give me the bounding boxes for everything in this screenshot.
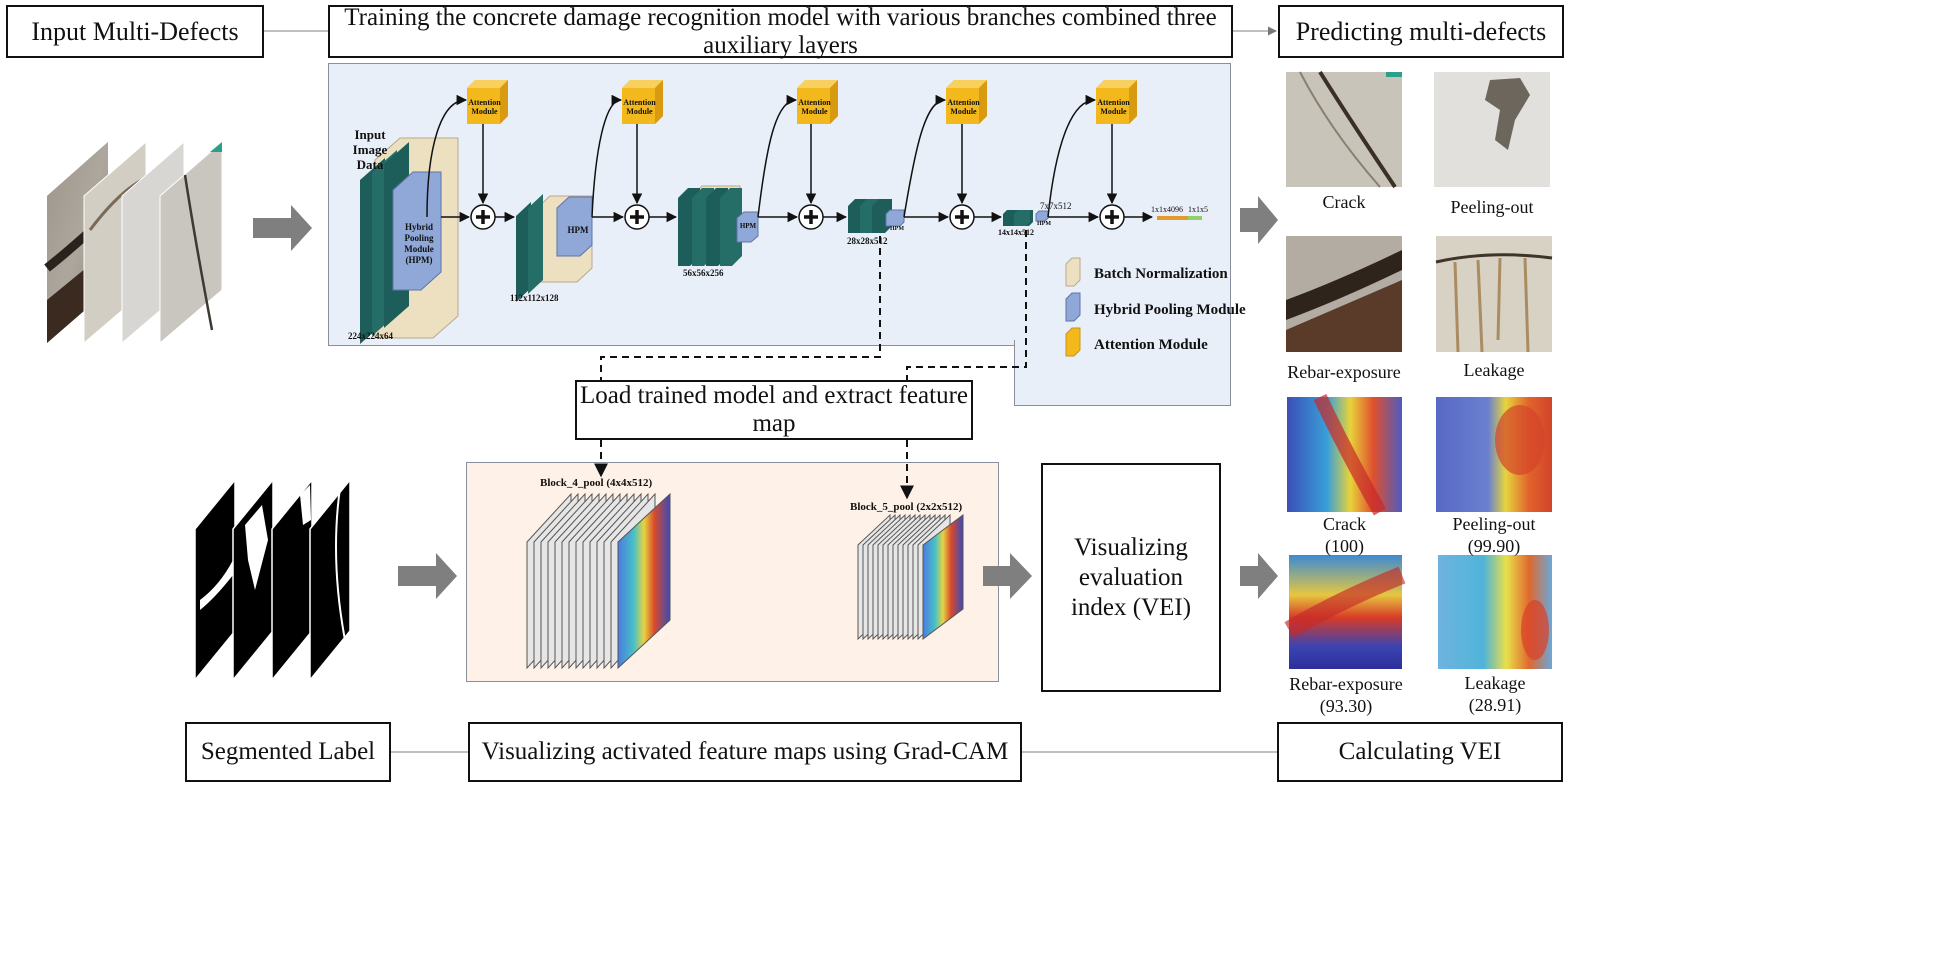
- arrow-network-to-predict: [1240, 196, 1278, 244]
- hpm-full-label: Hybrid Pooling Module (HPM): [404, 222, 434, 265]
- heatmap-peeling: [1436, 397, 1552, 512]
- dim-label-6: 7x7x512: [1040, 201, 1072, 211]
- heatmap-rebar: [1284, 555, 1406, 669]
- pred-caption-rebar: Rebar-exposure: [1287, 362, 1401, 382]
- heatmap-crack: [1287, 394, 1402, 516]
- hpm-label-5: HPM: [1037, 221, 1051, 227]
- dim-label-2: 112x112x128: [510, 293, 559, 303]
- dim-label-8: 1x1x5: [1188, 205, 1208, 214]
- calculating-vei-text: Calculating VEI: [1338, 738, 1502, 765]
- legend-hybrid-pooling: Hybrid Pooling Module: [1094, 302, 1246, 318]
- vei-box: Visualizing evaluation index (VEI): [1041, 463, 1221, 692]
- hpm-label-4: HPM: [890, 226, 904, 232]
- vei-label: Visualizing evaluation index (VEI): [1070, 533, 1192, 621]
- gradcam-text: Visualizing activated feature maps using…: [481, 738, 1009, 765]
- pred-caption-peeling: Peeling-out: [1450, 197, 1534, 217]
- arrow-label-to-gradcam: [398, 553, 457, 599]
- input-image-data-label: Input Image Data: [352, 127, 388, 172]
- pred-caption-crack: Crack: [1322, 192, 1366, 212]
- legend-batch-norm: Batch Normalization: [1094, 266, 1228, 282]
- attention-label-5: Attention Module: [1097, 98, 1130, 116]
- hpm-label-2: HPM: [567, 225, 589, 235]
- segmented-label-text: Segmented Label: [200, 738, 376, 765]
- pred-leakage-image: [1435, 236, 1553, 353]
- dim-label-7: 1x1x4096: [1151, 205, 1183, 214]
- predicting-box: Predicting multi-defects: [1278, 5, 1564, 58]
- pred-crack-image: [1286, 70, 1402, 189]
- gradcam-box: Visualizing activated feature maps using…: [468, 722, 1022, 782]
- input-multi-defects-label: Input Multi-Defects: [31, 16, 239, 46]
- heatmap-caption-peeling: Peeling-out (99.90): [1431, 513, 1557, 557]
- attention-label-4: Attention Module: [947, 98, 980, 116]
- feature-heatmap-slice: [617, 492, 671, 670]
- heatmap-crack-name: Crack: [1323, 514, 1366, 534]
- heatmap-crack-score: (100): [1325, 536, 1364, 556]
- legend-attention: Attention Module: [1094, 337, 1208, 353]
- heatmap-leakage-name: Leakage: [1464, 673, 1526, 693]
- attention-label-3: Attention Module: [798, 98, 831, 116]
- conv-layer-2b: [528, 194, 543, 294]
- heatmap-peeling-score: (99.90): [1467, 536, 1521, 556]
- hpm-label-3: HPM: [739, 222, 757, 230]
- dashed-extract-lines: [594, 230, 1027, 500]
- load-model-label: Load trained model and extract feature m…: [579, 382, 968, 437]
- pred-caption-leakage: Leakage: [1463, 360, 1525, 380]
- gray-arrows: [253, 196, 1278, 599]
- dim-label-3: 56x56x256: [683, 268, 724, 278]
- block5-label: Block_5_pool (2x2x512): [850, 501, 963, 513]
- input-multi-defects-box: Input Multi-Defects: [6, 5, 264, 58]
- attention-cubes: [467, 80, 1137, 124]
- segmented-label-box: Segmented Label: [185, 722, 391, 782]
- heatmap-leakage: [1438, 555, 1552, 669]
- load-model-box: Load trained model and extract feature m…: [575, 380, 973, 440]
- dim-label-4: 28x28x512: [847, 236, 888, 246]
- attention-label-1: Attention Module: [468, 98, 501, 116]
- arrow-gradcam-to-vei: [983, 553, 1032, 599]
- block5-feature-stack: [857, 513, 964, 641]
- segmented-label-stack: [194, 477, 351, 683]
- hpm-block-1: [392, 171, 442, 291]
- heatmap-caption-crack: Crack (100): [1287, 513, 1402, 557]
- training-title-label: Training the concrete damage recognition…: [344, 3, 1217, 59]
- training-title-box: Training the concrete damage recognition…: [328, 3, 1233, 59]
- dim-label-1: 224x224x64: [348, 331, 393, 341]
- dim-label-5: 14x14x512: [998, 228, 1034, 237]
- predicting-label: Predicting multi-defects: [1295, 16, 1547, 46]
- block4-label: Block_4_pool (4x4x512): [540, 477, 653, 489]
- block4-feature-stack: [526, 492, 671, 670]
- heatmap-caption-rebar: Rebar-exposure (93.30): [1276, 673, 1416, 717]
- arrow-vei-to-heatmaps: [1240, 553, 1278, 599]
- sum-nodes: [470, 204, 1125, 230]
- heatmap-caption-leakage: Leakage (28.91): [1438, 672, 1552, 716]
- legend-icons: [1065, 257, 1081, 357]
- heatmap-images: [1284, 394, 1552, 669]
- feature-heatmap-slice: [922, 514, 964, 640]
- heatmap-peeling-name: Peeling-out: [1452, 514, 1536, 534]
- attention-label-2: Attention Module: [623, 98, 656, 116]
- pred-peeling-image: [1434, 72, 1550, 187]
- calculating-vei-box: Calculating VEI: [1277, 722, 1563, 782]
- input-image-stack: [44, 140, 223, 345]
- network-panel-extension: [1014, 340, 1231, 406]
- pred-rebar-image: [1286, 236, 1402, 352]
- hpm-block-2: [556, 196, 593, 257]
- prediction-images: [1286, 70, 1553, 353]
- heatmap-rebar-score: (93.30): [1319, 696, 1373, 716]
- network-connections: [426, 94, 1154, 223]
- conv-layer-2a: [516, 202, 531, 302]
- arrow-input-to-network: [253, 205, 312, 251]
- heatmap-rebar-name: Rebar-exposure: [1289, 674, 1403, 694]
- cnn-network: [360, 80, 1202, 357]
- heatmap-leakage-score: (28.91): [1468, 695, 1522, 715]
